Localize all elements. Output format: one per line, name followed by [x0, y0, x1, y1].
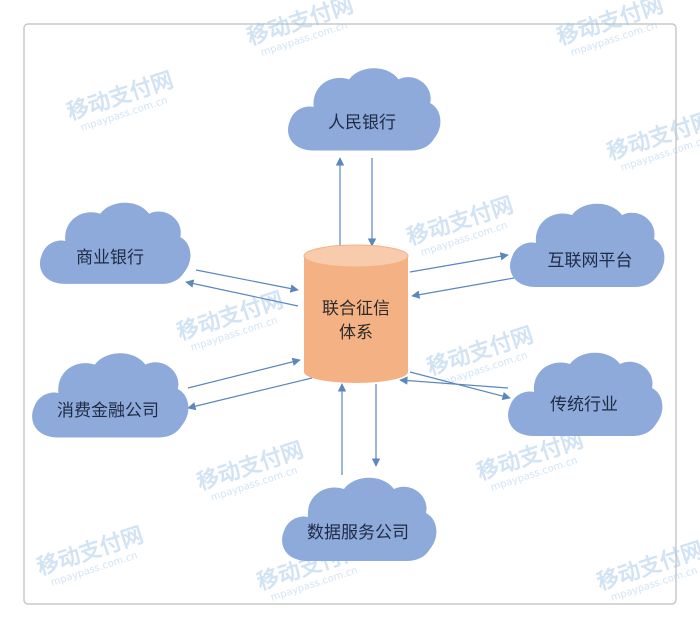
cloud-node-commercial-bank: 商业银行	[39, 202, 191, 284]
arrow-from-traditional-industry	[399, 376, 509, 389]
arrow-to-internet-platform	[409, 252, 509, 273]
arrow-from-internet-platform	[411, 277, 515, 299]
cylinder-body	[304, 256, 408, 383]
connector-layer	[185, 157, 515, 475]
cloud-node-consumer-finance: 消费金融公司	[32, 353, 189, 438]
center-label-line1: 联合征信	[322, 299, 390, 319]
cylinder-top	[303, 244, 409, 268]
node-label-commercial-bank: 商业银行	[76, 248, 144, 268]
node-label-traditional-industry: 传统行业	[550, 395, 618, 415]
cloud-node-traditional-industry: 传统行业	[508, 352, 663, 436]
cloud-node-internet-platform: 互联网平台	[510, 203, 665, 287]
arrow-from-consumer-finance	[187, 357, 301, 389]
arrow-to-commercial-bank	[185, 279, 299, 307]
center-label-line2: 体系	[339, 323, 373, 343]
arrow-to-consumer-finance	[187, 377, 313, 411]
node-label-pbc: 人民银行	[328, 113, 396, 133]
cloud-node-data-service: 数据服务公司	[282, 477, 437, 561]
cloud-node-pbc: 人民银行	[288, 68, 441, 151]
node-label-data-service: 数据服务公司	[307, 523, 409, 543]
arrow-from-commercial-bank	[195, 269, 299, 293]
node-label-internet-platform: 互联网平台	[548, 251, 633, 271]
node-label-consumer-finance: 消费金融公司	[57, 401, 159, 421]
central-database-cylinder: 联合征信 体系	[303, 244, 409, 383]
